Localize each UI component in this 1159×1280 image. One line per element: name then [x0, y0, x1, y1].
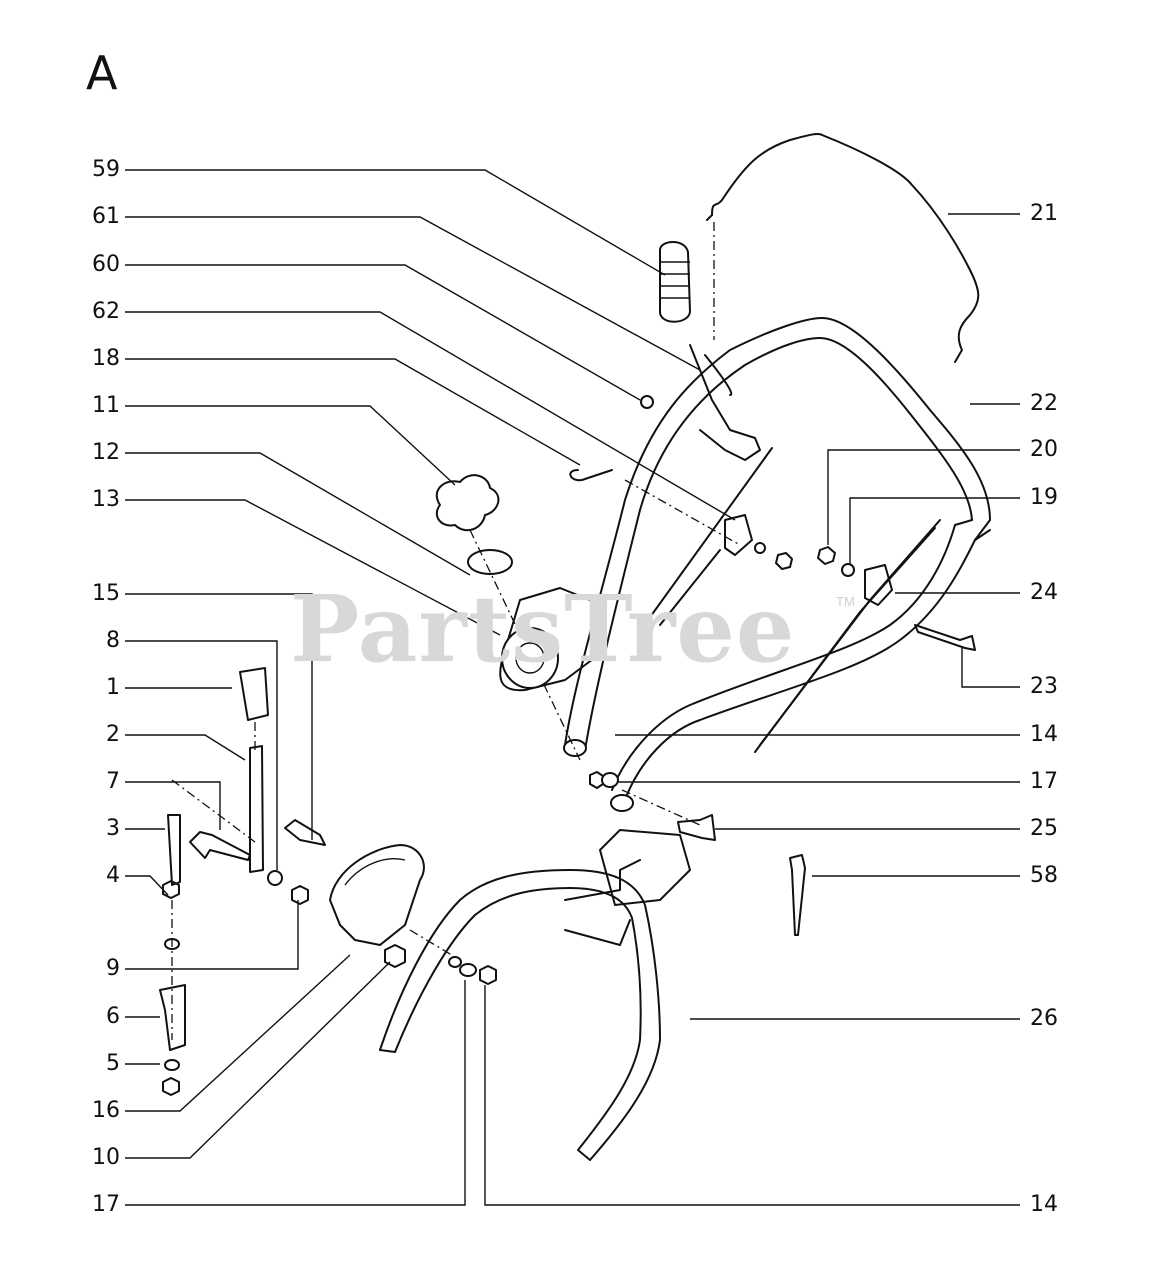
leader-13 — [125, 499, 501, 636]
callout-16: 16 — [92, 1098, 120, 1123]
callout-22: 22 — [1030, 391, 1058, 416]
callout-14-bottom: 14 — [1030, 1192, 1058, 1217]
knob-assembly — [435, 474, 606, 761]
bracket-handle — [599, 829, 691, 906]
callout-5: 5 — [106, 1051, 120, 1076]
leader-15 — [125, 593, 313, 840]
leader-62 — [125, 311, 736, 521]
knob-11 — [435, 474, 500, 532]
watermark-trademark: TM — [836, 594, 855, 609]
leader-4 — [125, 875, 169, 896]
leader-59 — [125, 169, 666, 276]
callout-23: 23 — [1030, 674, 1058, 699]
callout-14-right: 14 — [1030, 722, 1058, 747]
lever-2 — [249, 745, 264, 873]
callout-13: 13 — [92, 487, 120, 512]
callout-3: 3 — [106, 816, 120, 841]
callout-18: 18 — [92, 346, 120, 371]
leader-19 — [849, 497, 1020, 565]
misc-hardware — [448, 771, 806, 985]
bolt-25 — [677, 814, 716, 841]
callout-1: 1 — [106, 675, 120, 700]
bolt-7 — [189, 831, 251, 861]
callout-62: 62 — [92, 299, 120, 324]
nut-60 — [640, 395, 654, 409]
leader-60 — [125, 264, 641, 401]
callout-10: 10 — [92, 1145, 120, 1170]
callout-20: 20 — [1030, 437, 1058, 462]
callout-58: 58 — [1030, 863, 1058, 888]
callout-11: 11 — [92, 393, 120, 418]
nut-4 — [162, 880, 180, 899]
callout-17-right: 17 — [1030, 769, 1058, 794]
cable-clamp — [754, 519, 976, 753]
washer-8 — [267, 870, 283, 886]
callout-4: 4 — [106, 863, 120, 888]
leader-18 — [125, 358, 581, 466]
callout-21: 21 — [1030, 201, 1058, 226]
callout-8: 8 — [106, 628, 120, 653]
callout-59: 59 — [92, 157, 120, 182]
bolt-15 — [284, 819, 326, 846]
callout-25: 25 — [1030, 816, 1058, 841]
leader-7 — [125, 781, 221, 830]
leader-9 — [125, 900, 299, 970]
leader-61 — [125, 216, 701, 371]
lower-handle — [379, 829, 691, 1161]
washer-5 — [164, 1059, 180, 1071]
rod-3 — [167, 814, 181, 886]
leader-8 — [125, 640, 278, 870]
height-adjust — [159, 667, 461, 1096]
leader-10 — [125, 961, 391, 1159]
washer-17-lower — [459, 963, 477, 977]
leader-14-bottom — [484, 985, 1020, 1206]
washer-12 — [467, 549, 513, 575]
grip-1 — [239, 667, 269, 721]
nut-20 — [817, 546, 836, 565]
bracket-6 — [159, 984, 186, 1051]
leader-lines-left — [125, 169, 736, 1206]
bolt-23 — [914, 624, 976, 651]
callout-2: 2 — [106, 722, 120, 747]
cable-lever — [569, 241, 793, 626]
callout-17-bottom: 17 — [92, 1192, 120, 1217]
nut-10 — [384, 944, 406, 968]
callout-9: 9 — [106, 956, 120, 981]
leader-12 — [125, 452, 471, 576]
clamp-24 — [864, 564, 893, 606]
leader-lines-right — [484, 213, 1020, 1206]
callout-7: 7 — [106, 769, 120, 794]
handle-tube-end-left — [563, 739, 587, 757]
leader-11 — [125, 405, 456, 486]
leader-20 — [827, 449, 1020, 545]
callout-12: 12 — [92, 440, 120, 465]
nut-14-lower — [479, 965, 497, 985]
callout-19: 19 — [1030, 485, 1058, 510]
callout-15: 15 — [92, 581, 120, 606]
callout-61: 61 — [92, 204, 120, 229]
handle-tube-end-right — [610, 794, 634, 812]
leader-2 — [125, 734, 246, 761]
section-letter: A — [86, 46, 118, 100]
callout-6: 6 — [106, 1004, 120, 1029]
callout-24: 24 — [1030, 580, 1058, 605]
watermark-text: PartsTree — [290, 575, 796, 683]
nut-9 — [291, 885, 309, 905]
leader-17-bottom — [125, 980, 466, 1206]
sector-16 — [329, 844, 425, 946]
callout-26: 26 — [1030, 1006, 1058, 1031]
tie-58 — [789, 854, 806, 936]
leader-16 — [125, 954, 351, 1112]
upper-handle — [563, 317, 991, 812]
callout-60: 60 — [92, 252, 120, 277]
washer-19 — [841, 563, 855, 577]
control-bar — [706, 132, 980, 363]
leader-23 — [961, 648, 1020, 688]
washer-17 — [601, 772, 619, 788]
